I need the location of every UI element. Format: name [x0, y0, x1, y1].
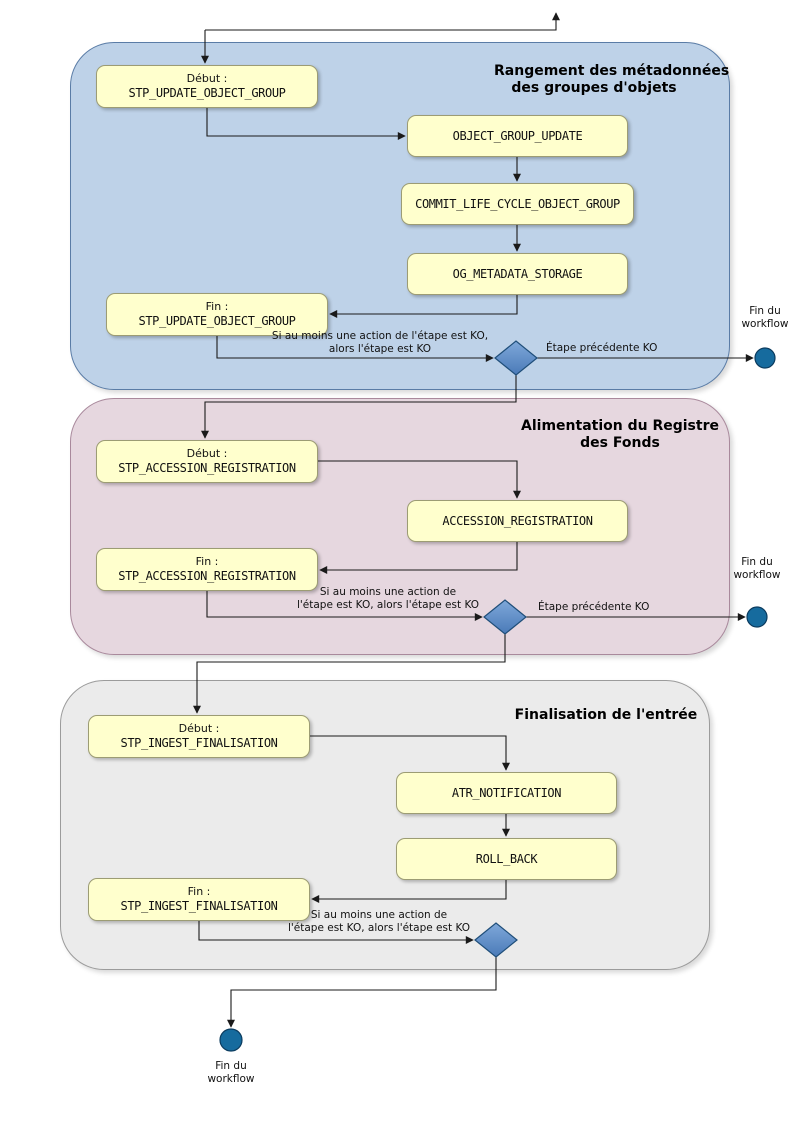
terminal-line: Fin du	[215, 1060, 247, 1072]
node-label: Début :	[186, 72, 228, 85]
ko-note-3: Si au moins une action de l'étape est KO…	[285, 909, 473, 934]
node-atr-notification: ATR_NOTIFICATION	[396, 772, 617, 814]
terminal-label-fin-workflow-2: Fin du workflow	[725, 556, 789, 581]
edge-label-etape-precedente-ko-2: Étape précédente KO	[538, 601, 650, 613]
node-label: Fin :	[187, 885, 211, 898]
terminal-label-fin-workflow-3: Fin du workflow	[199, 1060, 263, 1085]
note-line: Si au moins une action de	[319, 586, 457, 598]
title-line: Alimentation du Registre	[521, 418, 719, 434]
section1-title: Rangement des métadonnées des groupes d'…	[494, 63, 730, 97]
terminal-line: workflow	[207, 1072, 255, 1085]
terminal-label-fin-workflow-1: Fin du workflow	[733, 305, 794, 330]
section2-title: Alimentation du Registre des Fonds	[520, 418, 720, 452]
ko-note-1: Si au moins une action de l'étape est KO…	[268, 330, 492, 355]
node-debut-stp-ingest-finalisation: Début : STP_INGEST_FINALISATION	[88, 715, 310, 758]
connector-previous-page-up	[205, 12, 560, 31]
node-code: STP_UPDATE_OBJECT_GROUP	[138, 314, 296, 328]
node-code: OBJECT_GROUP_UPDATE	[452, 128, 583, 143]
terminal-line: workflow	[741, 317, 789, 330]
terminal-line: Fin du	[749, 305, 781, 317]
title-line: Finalisation de l'entrée	[514, 707, 698, 723]
title-line: des groupes d'objets	[511, 80, 677, 96]
node-label: Début :	[186, 447, 228, 460]
node-accession-registration: ACCESSION_REGISTRATION	[407, 500, 628, 542]
node-label: Début :	[178, 722, 220, 735]
workflow-end-node-final	[219, 1028, 243, 1052]
node-code: STP_INGEST_FINALISATION	[120, 899, 278, 913]
node-code: STP_INGEST_FINALISATION	[120, 736, 278, 750]
note-line: l'étape est KO, alors l'étape est KO	[296, 598, 480, 611]
node-code: OG_METADATA_STORAGE	[452, 266, 583, 281]
node-og-metadata-storage: OG_METADATA_STORAGE	[407, 253, 628, 295]
node-code: STP_ACCESSION_REGISTRATION	[118, 569, 296, 583]
ko-note-2: Si au moins une action de l'étape est KO…	[294, 586, 482, 611]
note-line: Si au moins une action de l'étape est KO…	[271, 330, 489, 342]
node-commit-life-cycle-object-group: COMMIT_LIFE_CYCLE_OBJECT_GROUP	[401, 183, 634, 225]
note-line: Si au moins une action de	[310, 909, 448, 921]
terminal-line: Fin du	[741, 556, 773, 568]
node-code: STP_UPDATE_OBJECT_GROUP	[128, 86, 286, 100]
node-code: STP_ACCESSION_REGISTRATION	[118, 461, 296, 475]
node-roll-back: ROLL_BACK	[396, 838, 617, 880]
node-debut-stp-update-object-group: Début : STP_UPDATE_OBJECT_GROUP	[96, 65, 318, 108]
note-line: alors l'étape est KO	[328, 342, 432, 355]
note-line: l'étape est KO, alors l'étape est KO	[287, 921, 471, 934]
workflow-end-node-2	[746, 606, 768, 628]
node-fin-stp-ingest-finalisation: Fin : STP_INGEST_FINALISATION	[88, 878, 310, 921]
node-fin-stp-accession-registration: Fin : STP_ACCESSION_REGISTRATION	[96, 548, 318, 591]
node-label: Fin :	[195, 555, 219, 568]
title-line: Rangement des métadonnées	[494, 63, 730, 79]
title-line: des Fonds	[580, 435, 660, 451]
node-code: ROLL_BACK	[475, 851, 538, 866]
node-code: ATR_NOTIFICATION	[451, 785, 562, 800]
node-object-group-update: OBJECT_GROUP_UPDATE	[407, 115, 628, 157]
node-code: ACCESSION_REGISTRATION	[442, 513, 593, 528]
section3-title: Finalisation de l'entrée	[506, 707, 706, 724]
node-fin-stp-update-object-group: Fin : STP_UPDATE_OBJECT_GROUP	[106, 293, 328, 336]
node-debut-stp-accession-registration: Début : STP_ACCESSION_REGISTRATION	[96, 440, 318, 483]
node-label: Fin :	[205, 300, 229, 313]
edge-label-etape-precedente-ko-1: Étape précédente KO	[546, 342, 658, 354]
workflow-end-node-1	[754, 347, 776, 369]
node-code: COMMIT_LIFE_CYCLE_OBJECT_GROUP	[415, 196, 620, 211]
terminal-line: workflow	[733, 568, 781, 581]
